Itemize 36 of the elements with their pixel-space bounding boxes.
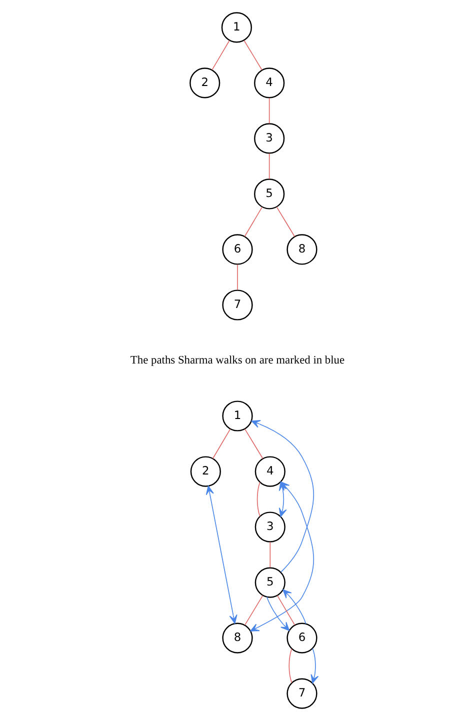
label: The paths Sharma walks on are marked in blue	[130, 354, 344, 367]
connector	[244, 206, 262, 237]
node-circle: 5	[254, 178, 284, 210]
connector	[244, 595, 263, 626]
connector	[212, 428, 230, 459]
connector	[268, 98, 270, 124]
node-circle: 6	[286, 622, 317, 654]
node-circle: 1	[220, 12, 252, 43]
connector	[211, 40, 230, 70]
node-circle: 4	[254, 68, 284, 98]
connector	[256, 482, 260, 517]
connector	[244, 428, 263, 459]
arrow	[266, 596, 290, 631]
node-circle: 3	[254, 512, 285, 542]
arrow	[282, 589, 306, 624]
node-circle: 8	[286, 234, 317, 265]
node-circle: 5	[254, 567, 285, 598]
connector	[288, 648, 292, 684]
node-circle: 4	[254, 456, 285, 487]
node-circle: 2	[189, 68, 220, 98]
node-circle: 7	[286, 678, 317, 709]
node-circle: 1	[222, 400, 252, 432]
connector	[236, 264, 238, 290]
node-circle: 8	[222, 622, 252, 654]
node-circle: 2	[190, 456, 220, 487]
node-circle: 3	[254, 123, 284, 154]
arrow	[310, 648, 318, 684]
connector	[276, 595, 295, 626]
connector	[243, 40, 262, 70]
node-circle: 6	[222, 234, 252, 265]
node-circle: 7	[222, 290, 252, 320]
connector	[268, 153, 270, 180]
arrow	[250, 420, 314, 572]
connector	[269, 542, 270, 568]
arrow	[205, 486, 237, 624]
connector	[276, 206, 295, 237]
